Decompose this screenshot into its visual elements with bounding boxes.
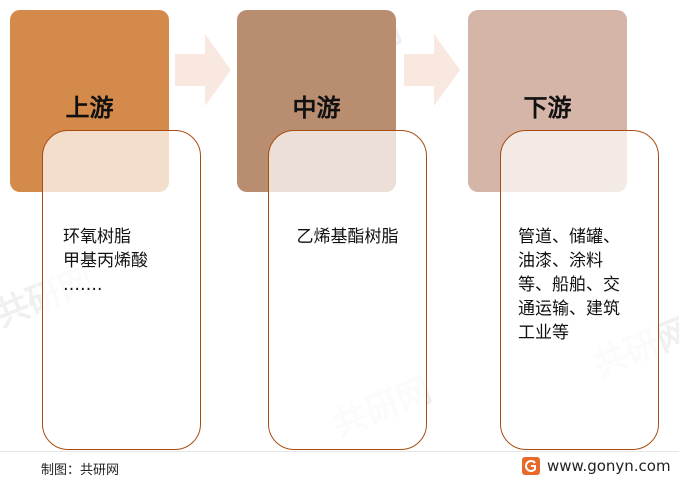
upstream-title: 上游	[65, 94, 114, 122]
footer-site-url: www.gonyn.com	[547, 457, 671, 475]
list-item: 油漆、涂料	[518, 251, 603, 271]
upstream-content: 环氧树脂 甲基丙烯酸 …….	[42, 130, 201, 450]
list-item: 等、船舶、交	[518, 275, 620, 295]
list-item: 管道、储罐、	[518, 227, 620, 247]
list-item: …….	[63, 275, 103, 295]
flow-arrow-icon	[404, 34, 460, 106]
list-item: 工业等	[518, 323, 569, 343]
flow-arrow-icon	[175, 34, 231, 106]
footer-credit: 制图：共研网	[41, 463, 120, 478]
upstream-items: 环氧树脂 甲基丙烯酸 …….	[63, 225, 148, 297]
downstream-title: 下游	[523, 94, 572, 122]
midstream-title: 中游	[292, 94, 341, 122]
downstream-items: 管道、储罐、 油漆、涂料 等、船舶、交 通运输、建筑 工业等	[518, 225, 648, 345]
footer-site[interactable]: www.gonyn.com	[521, 456, 671, 476]
list-item: 甲基丙烯酸	[63, 251, 148, 271]
gonyn-logo-icon	[522, 457, 540, 475]
midstream-content: 乙烯基酯树脂	[268, 130, 427, 450]
downstream-content: 管道、储罐、 油漆、涂料 等、船舶、交 通运输、建筑 工业等	[500, 130, 659, 450]
footer-divider	[0, 451, 679, 452]
list-item: 环氧树脂	[63, 227, 131, 247]
list-item: 通运输、建筑	[518, 299, 620, 319]
midstream-items: 乙烯基酯树脂	[269, 225, 426, 249]
list-item: 乙烯基酯树脂	[296, 227, 399, 247]
